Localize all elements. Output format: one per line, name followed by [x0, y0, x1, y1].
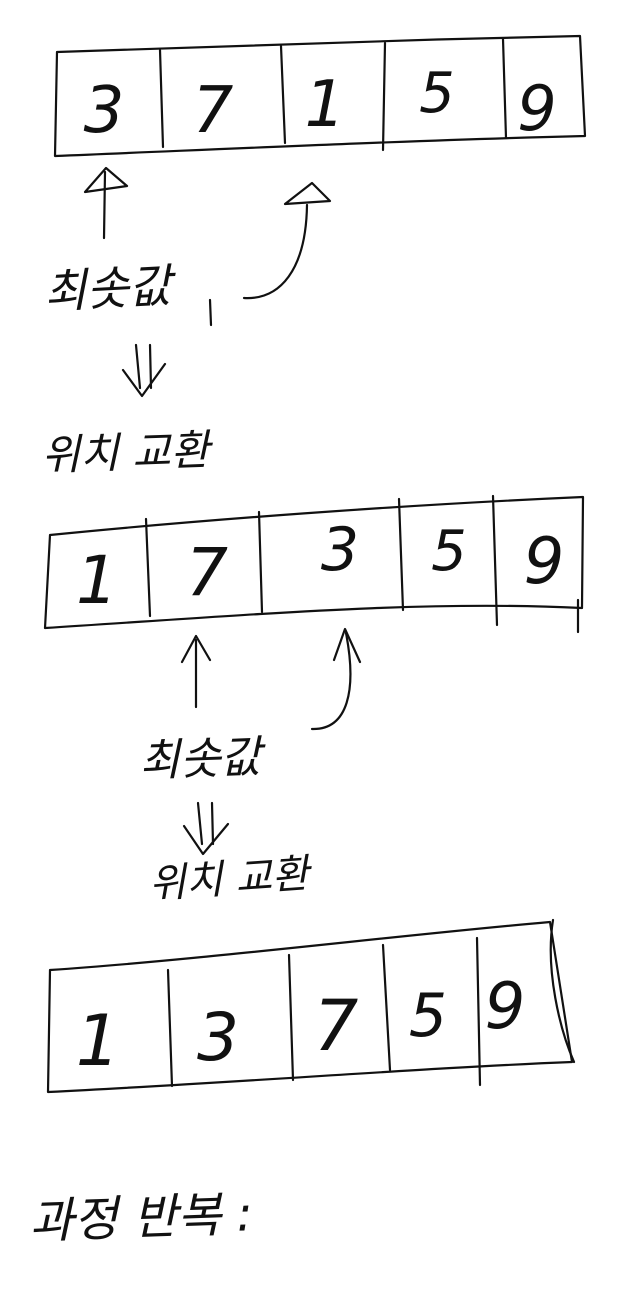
array-3-cell: 7: [314, 985, 359, 1067]
arrow-up-icon: [102, 170, 107, 240]
array-1-cell: 9: [517, 72, 556, 145]
array-2-cell: 9: [524, 525, 565, 599]
array-3-frame: [46, 920, 574, 1094]
array-1: 3 7 1 5 9: [53, 34, 587, 158]
array-1-cell: 3: [84, 74, 125, 148]
label-swap-2: 위치 교환: [147, 851, 314, 908]
label-minimum-2: 최솟값: [139, 732, 268, 787]
array-3-cell: 9: [485, 970, 526, 1044]
array-3-divider: [287, 953, 295, 1082]
arrow-up-icon: [180, 634, 212, 664]
array-3-cell: 3: [197, 999, 239, 1076]
array-2-cell: 7: [186, 534, 228, 611]
array-1-divider: [279, 44, 287, 145]
pen-stroke: [208, 298, 213, 327]
array-3-divider: [166, 968, 174, 1088]
double-down-arrow-icon: [121, 343, 167, 398]
pen-stroke: [549, 918, 576, 1064]
array-3-cell: 5: [409, 981, 447, 1051]
arrow-up-icon: [332, 627, 362, 664]
array-2-divider: [257, 510, 264, 614]
label-swap-1: 위치 교환: [41, 425, 215, 480]
array-1-divider: [501, 37, 508, 140]
array-2: 1 7 3 5 9: [43, 494, 585, 634]
label-repeat: 과정 반복 :: [28, 1186, 253, 1250]
array-2-frame: [43, 495, 585, 630]
array-1-divider: [381, 41, 387, 152]
array-3-divider: [381, 943, 392, 1072]
array-3-divider: [475, 936, 482, 1087]
array-3: 1 3 7 5 9: [46, 918, 576, 1094]
array-1-cell: 5: [419, 61, 455, 126]
label-minimum-1: 최솟값: [43, 258, 178, 319]
array-2-divider: [397, 497, 405, 612]
curved-arrow-icon: [310, 631, 352, 731]
arrow-up-icon: [83, 166, 129, 194]
array-1-divider: [158, 48, 165, 149]
array-2-cell: 3: [321, 515, 359, 585]
pointer-arrows-1: [83, 166, 332, 327]
array-2-cell: 5: [431, 519, 467, 584]
array-2-divider: [144, 517, 152, 618]
curved-arrow-icon: [242, 203, 309, 300]
array-3-cell: 1: [76, 1000, 121, 1082]
arrow-up-icon: [283, 181, 332, 206]
array-1-frame: [53, 34, 587, 158]
array-2-divider: [491, 494, 499, 627]
array-1-cell: 7: [193, 74, 234, 148]
pointer-arrows-2: [180, 627, 362, 731]
array-1-cell: 1: [305, 68, 346, 142]
array-2-cell: 1: [76, 542, 118, 619]
double-down-arrow-icon: [182, 801, 230, 856]
